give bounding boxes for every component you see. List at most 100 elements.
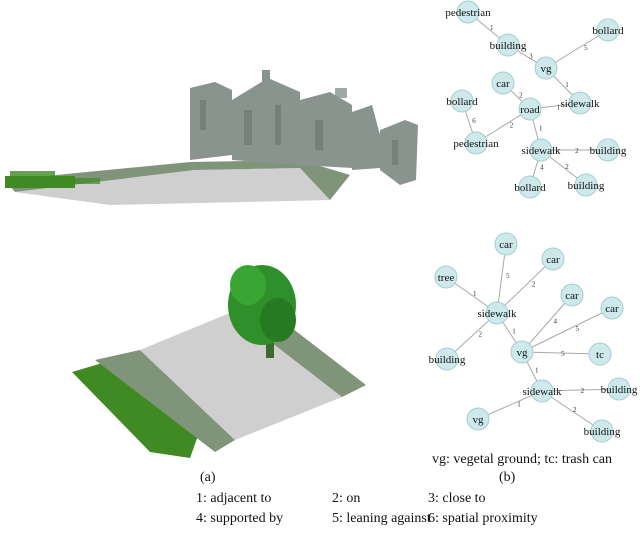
node-label: vg: [517, 347, 529, 359]
node-label: road: [520, 104, 540, 116]
node-label: sidewalk: [522, 386, 562, 398]
caption-b: (b): [499, 470, 516, 485]
edge-label: 5: [561, 350, 565, 358]
edge-label: 2: [573, 406, 577, 414]
edge-label: 4: [540, 164, 544, 172]
graph-node: [590, 419, 614, 443]
graph-node: [560, 283, 584, 307]
bottom-road: [140, 312, 342, 440]
edge-label: 5: [584, 44, 588, 52]
node-label: pedestrian: [445, 7, 491, 19]
node-label: car: [499, 239, 513, 251]
edge-label: 6: [472, 117, 476, 125]
edge-label: 1: [490, 24, 494, 32]
edge-label: 4: [554, 318, 558, 326]
legend-item: 4: supported by: [196, 511, 284, 526]
graph-edge: [545, 29, 609, 69]
graph-node: [568, 91, 592, 115]
top-road: [15, 168, 330, 205]
node-label: vg: [473, 414, 485, 426]
graph-node: [494, 232, 518, 256]
node-label: sidewalk: [477, 308, 517, 320]
top-right-sidewalk: [190, 160, 350, 200]
node-label: car: [605, 303, 619, 315]
edge-label: 1: [473, 290, 477, 298]
node-label: tc: [596, 349, 604, 361]
graph-node: [529, 138, 553, 162]
edge-label: 3: [529, 52, 533, 60]
graph-node: [518, 175, 542, 199]
graph-edge: [521, 307, 613, 353]
edge-label: 1: [539, 124, 543, 132]
graph-node: [450, 89, 474, 113]
top-building-texture: [200, 100, 398, 165]
legend-item: 2: on: [332, 491, 361, 506]
graph-node: [600, 296, 624, 320]
edge-label: 2: [575, 147, 579, 155]
graph-edge: [496, 258, 554, 314]
node-label: car: [546, 254, 560, 266]
edge-label: 1: [557, 103, 561, 111]
legend-item: 3: close to: [428, 491, 486, 506]
edge-label: 2: [510, 121, 514, 129]
node-label: building: [584, 426, 621, 438]
graph-node: [456, 0, 480, 24]
node-label: building: [590, 145, 627, 157]
graph-node: [518, 97, 542, 121]
edge-label: 1: [512, 328, 516, 336]
graph-node: [588, 342, 612, 366]
legend-item: 6: spatial proximity: [428, 511, 538, 526]
graph-node: [434, 265, 458, 289]
graph-node: [541, 247, 565, 271]
edge-label: 5: [506, 272, 510, 280]
edge-label: 5: [576, 325, 580, 333]
legend-item: 1: adjacent to: [196, 491, 272, 506]
edge-label: 2: [532, 280, 536, 288]
graph-node: [510, 340, 534, 364]
graph-node: [596, 138, 620, 162]
top-buildings: [190, 70, 418, 185]
node-label: building: [429, 354, 466, 366]
caption-a: (a): [200, 470, 216, 485]
graph-node: [435, 347, 459, 371]
graph-node: [485, 301, 509, 325]
node-label: bollard: [514, 182, 546, 194]
graph-edge: [541, 390, 603, 432]
node-label: car: [565, 290, 579, 302]
graph-edge: [541, 388, 620, 392]
edge-label: 1: [517, 401, 521, 409]
node-label: building: [568, 180, 605, 192]
node-label: building: [490, 40, 527, 52]
node-label: sidewalk: [560, 98, 600, 110]
legend-item: 5: leaning against: [332, 511, 431, 526]
graph-edge: [477, 390, 543, 420]
node-label: sidewalk: [521, 145, 561, 157]
graph-node: [596, 18, 620, 42]
graph-node: [534, 56, 558, 80]
graph-edge: [496, 243, 507, 314]
bottom-point-cloud: [72, 265, 366, 458]
bottom-left-vegetation: [72, 352, 200, 458]
node-label: car: [496, 78, 510, 90]
graph-edge: [521, 294, 573, 353]
edge-label: 1: [535, 367, 539, 375]
edge-label: 2: [581, 387, 585, 395]
graph-node: [491, 71, 515, 95]
graph-node: [530, 379, 554, 403]
graph-node: [607, 377, 631, 401]
bottom-left-sidewalk: [95, 350, 235, 452]
edge-label: 2: [519, 92, 523, 100]
node-label: bollard: [592, 25, 624, 37]
top-vegetation: [5, 171, 100, 188]
node-label: vg: [541, 63, 553, 75]
abbreviations-note: vg: vegetal ground; tc: trash can: [432, 452, 612, 467]
bottom-tree: [228, 265, 296, 358]
graph-node: [574, 173, 598, 197]
graph-edge: [521, 351, 601, 355]
node-label: pedestrian: [453, 138, 499, 150]
edge-label: 2: [479, 331, 483, 339]
